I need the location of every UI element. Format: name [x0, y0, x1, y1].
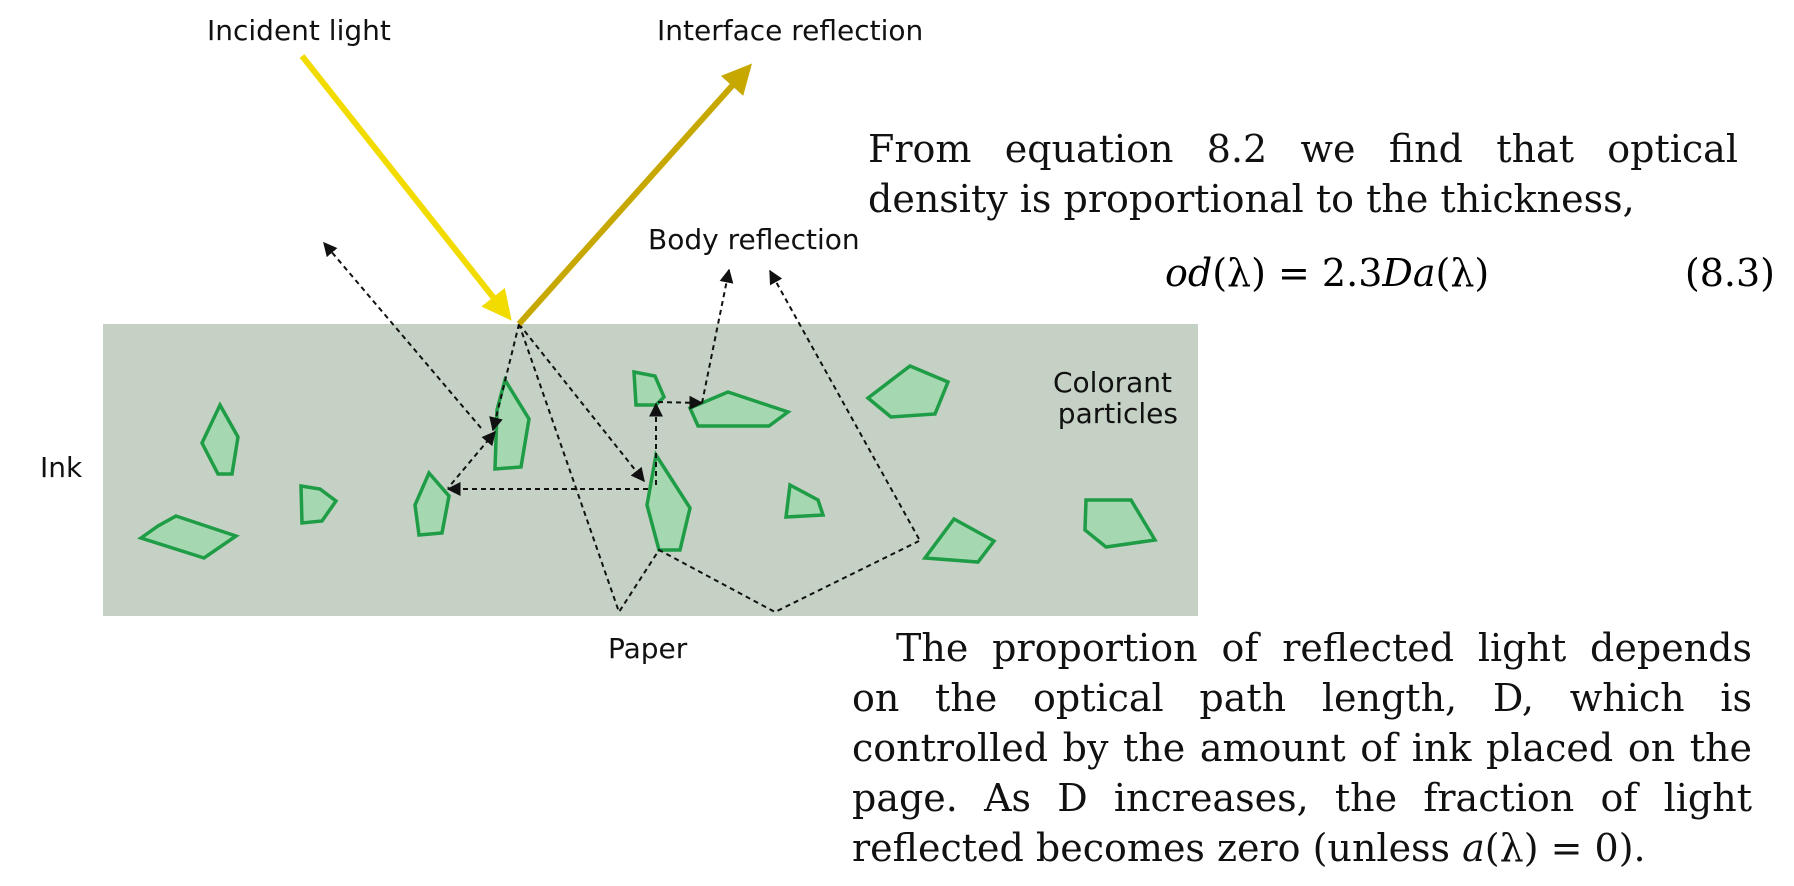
particle	[865, 363, 951, 419]
scatter-ray	[323, 241, 482, 429]
eq-lhs-arg: (λ)	[1212, 251, 1266, 295]
particle	[921, 516, 997, 564]
equation-number: (8.3)	[1684, 251, 1775, 295]
incident-light-ray	[299, 54, 512, 321]
particle	[200, 401, 240, 476]
interface-reflection-ray	[516, 63, 753, 327]
particle	[299, 483, 339, 525]
para2-text-end: (λ) = 0).	[1484, 826, 1646, 870]
eq-a: a	[1412, 251, 1436, 295]
equation-expression: od(λ) = 2.3Da(λ)	[1165, 251, 1489, 295]
equation-8-3: od(λ) = 2.3Da(λ) (8.3)	[1165, 251, 1785, 305]
body-reflection-label: Body reflection	[648, 223, 860, 256]
scatter-ray	[447, 430, 496, 489]
paper-label: Paper	[608, 632, 688, 665]
scatter-ray	[657, 395, 704, 410]
scatter-paths	[323, 241, 920, 615]
scatter-ray	[701, 268, 734, 404]
para2-text-start: The proportion of reflected light depend…	[852, 626, 1752, 870]
eq-od: od	[1165, 251, 1213, 295]
para2-a: a	[1462, 826, 1485, 870]
particle	[645, 450, 692, 552]
paragraph-optical-density: From equation 8.2 we find that optical d…	[868, 127, 1738, 221]
scatter-ray	[518, 323, 645, 483]
paragraph-reflected-light: The proportion of reflected light depend…	[852, 623, 1752, 873]
ink-label: Ink	[40, 451, 83, 484]
particle	[632, 369, 667, 407]
colorant-label-line2: particles	[1058, 397, 1178, 430]
eq-equals: = 2.3	[1265, 251, 1383, 295]
ink-layer	[103, 324, 1198, 616]
particle	[1083, 498, 1158, 549]
eq-D: D	[1382, 251, 1413, 295]
particle	[413, 469, 451, 537]
scatter-ray	[769, 269, 920, 540]
colorant-label-line1: Colorant	[1053, 366, 1172, 399]
eq-rhs-arg: (λ)	[1435, 251, 1490, 295]
particle	[784, 482, 826, 519]
incident-light-label: Incident light	[207, 14, 391, 47]
scatter-ray	[518, 323, 920, 615]
scatter-ray	[489, 323, 520, 432]
interface-reflection-label: Interface reflection	[657, 14, 923, 47]
colorant-particles	[137, 363, 1158, 564]
particle	[137, 514, 240, 560]
